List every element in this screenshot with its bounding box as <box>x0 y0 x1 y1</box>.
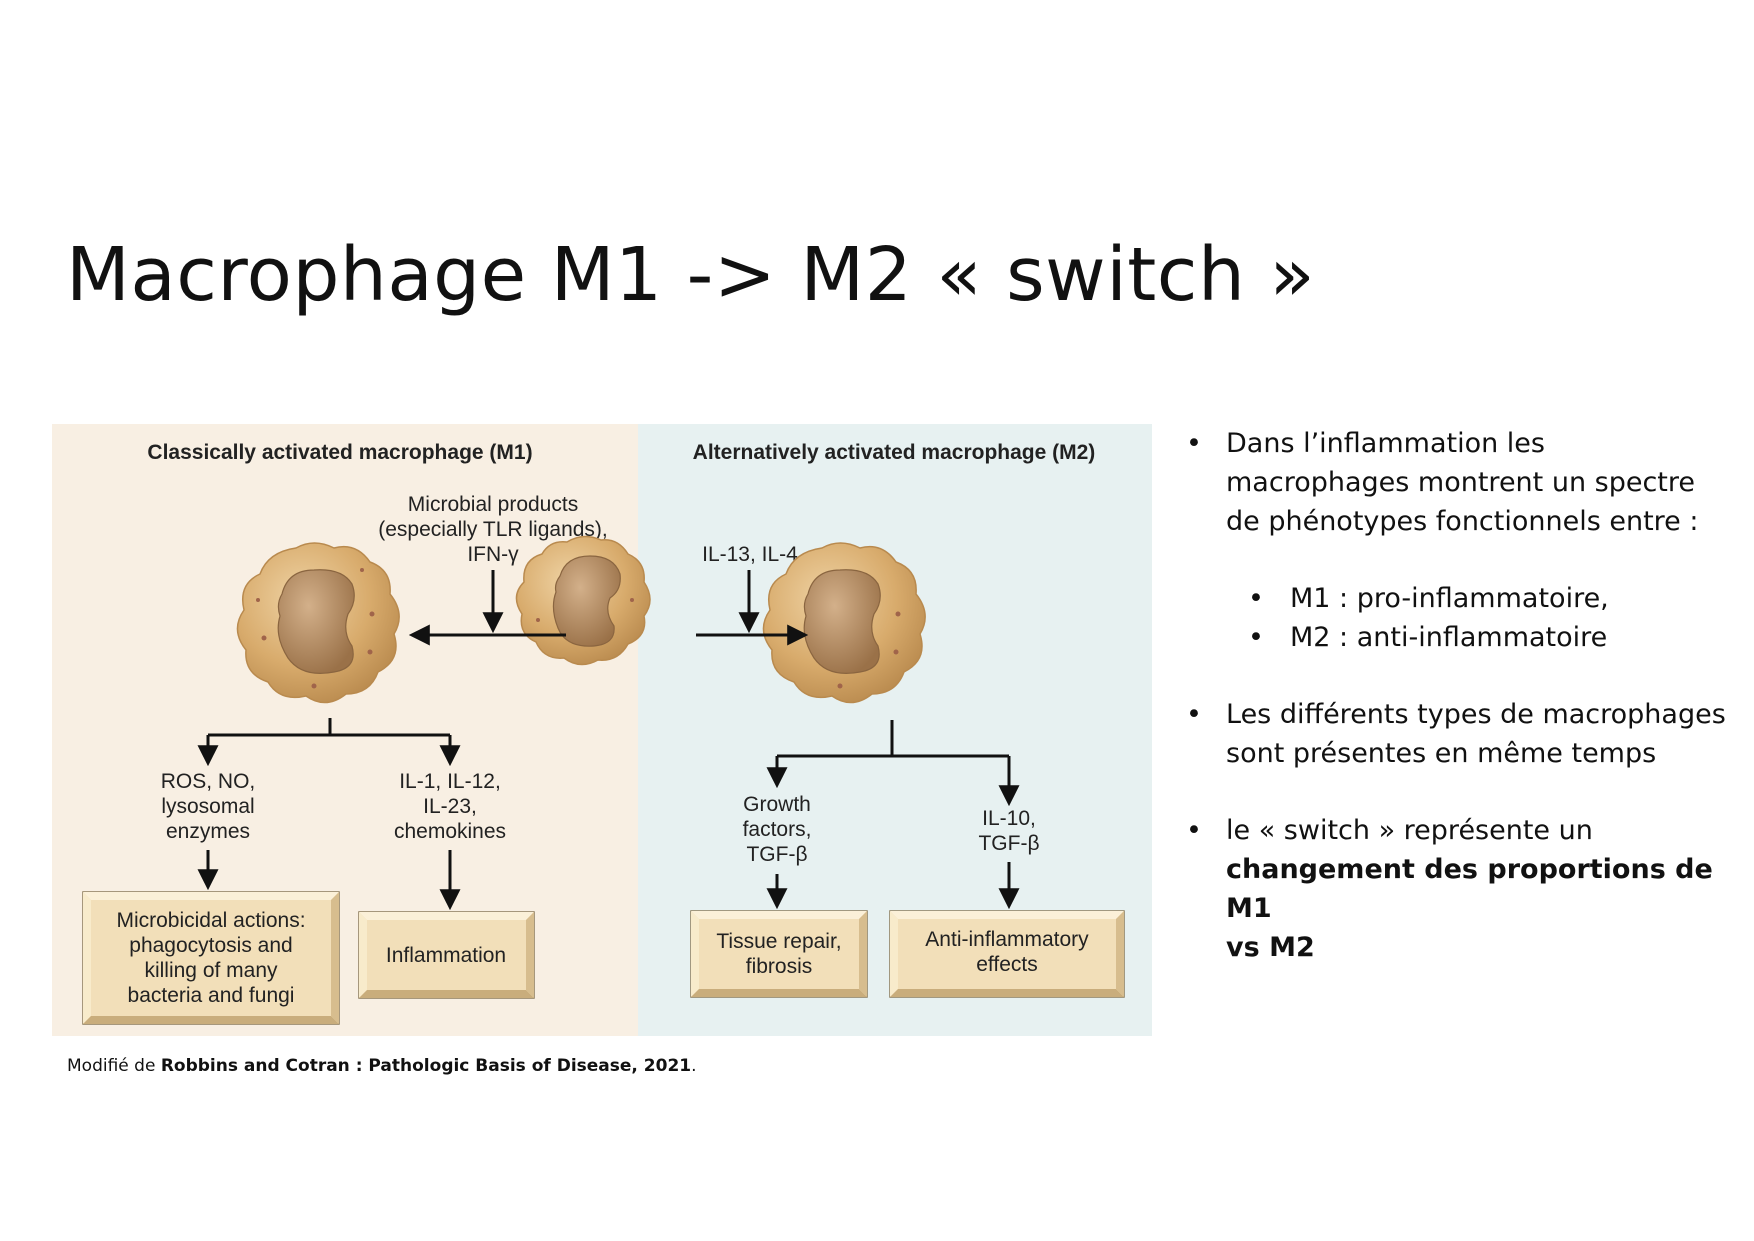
chemokines-label: chemokines <box>394 820 506 843</box>
diagram-svg: Classically activated macrophage (M1) Al… <box>52 424 1152 1036</box>
ifn-gamma-label: IFN-γ <box>467 543 519 566</box>
svg-text:phagocytosis and: phagocytosis and <box>129 934 292 957</box>
growth-label: Growth <box>743 793 811 816</box>
bullet-dot-icon: • <box>1186 428 1202 459</box>
m2-macrophage-cell <box>762 542 926 704</box>
bullet-list: • Dans l’inflammation les macrophages mo… <box>1186 424 1746 967</box>
factors-label: factors, <box>743 818 812 841</box>
il13-il4-label: IL-13, IL-4 <box>702 543 798 566</box>
ros-no-label: ROS, NO, <box>161 770 256 793</box>
svg-text:Tissue repair,: Tissue repair, <box>716 930 841 953</box>
tgf-beta-label-2: TGF-β <box>978 832 1039 855</box>
caption-prefix: Modifié de <box>67 1056 161 1076</box>
source-caption: Modifié de Robbins and Cotran : Patholog… <box>67 1056 697 1076</box>
svg-text:effects: effects <box>976 953 1037 976</box>
box-tissue-repair: Tissue repair, fibrosis <box>690 910 868 998</box>
m1-branch <box>197 718 461 911</box>
svg-text:fibrosis: fibrosis <box>746 955 813 978</box>
tgf-beta-label-1: TGF-β <box>746 843 807 866</box>
box-microbicidal: Microbicidal actions: phagocytosis and k… <box>82 891 340 1025</box>
svg-text:killing of many: killing of many <box>144 959 278 982</box>
tlr-ligands-label: (especially TLR ligands), <box>378 518 608 541</box>
box-anti-inflammatory: Anti-inflammatory effects <box>889 910 1125 998</box>
m2-header: Alternatively activated macrophage (M2) <box>693 441 1096 464</box>
bullet-switch: • le « switch » représente un changement… <box>1186 811 1746 967</box>
svg-text:Microbicidal actions:: Microbicidal actions: <box>116 909 305 932</box>
svg-text:Anti-inflammatory: Anti-inflammatory <box>925 928 1089 951</box>
svg-text:Inflammation: Inflammation <box>386 944 506 967</box>
subbullet-m1: • M1 : pro-inflammatoire, <box>1186 579 1746 618</box>
enzymes-label: enzymes <box>166 820 250 843</box>
m1-header: Classically activated macrophage (M1) <box>147 441 532 464</box>
svg-text:bacteria and fungi: bacteria and fungi <box>128 984 295 1007</box>
bullet-spectrum: • Dans l’inflammation les macrophages mo… <box>1186 424 1746 541</box>
macrophage-diagram: Classically activated macrophage (M1) Al… <box>52 424 1152 1036</box>
slide-title: Macrophage M1 -> M2 « switch » <box>66 232 1316 318</box>
bullet-coexist: • Les différents types de macrophages so… <box>1186 695 1746 773</box>
bullet-dot-icon: • <box>1248 583 1264 614</box>
m1-macrophage-cell <box>236 542 400 704</box>
m2-branch <box>766 720 1020 910</box>
microbial-products-label: Microbial products <box>408 493 578 516</box>
caption-source: Robbins and Cotran : Pathologic Basis of… <box>160 1056 692 1076</box>
il23-label: IL-23, <box>423 795 477 818</box>
il1-il12-label: IL-1, IL-12, <box>399 770 501 793</box>
subbullet-m2: • M2 : anti-inflammatoire <box>1186 618 1746 657</box>
lysosomal-label: lysosomal <box>161 795 254 818</box>
box-inflammation: Inflammation <box>358 911 535 999</box>
bullet-dot-icon: • <box>1186 699 1202 730</box>
bullet-dot-icon: • <box>1248 622 1264 653</box>
resting-macrophage-cell <box>515 535 651 666</box>
il10-label: IL-10, <box>982 807 1036 830</box>
caption-suffix: . <box>691 1056 697 1076</box>
bullet-dot-icon: • <box>1186 815 1202 846</box>
